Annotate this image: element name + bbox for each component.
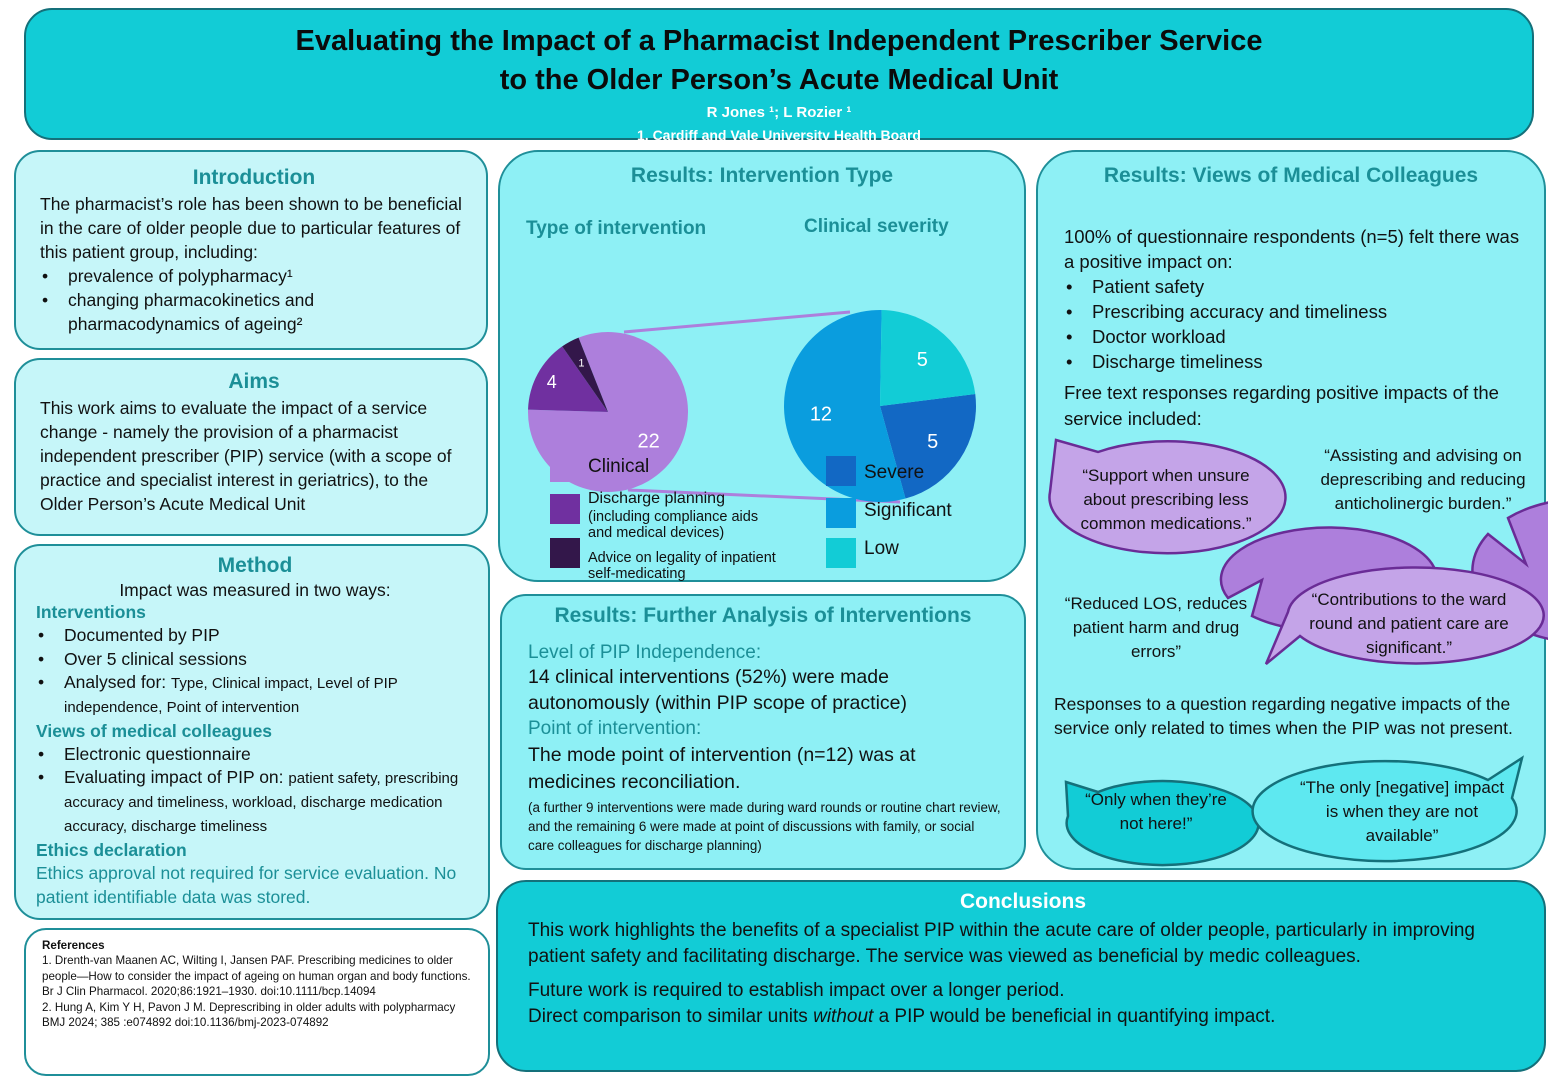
reference-2: 2. Hung A, Kim Y H, Pavon J M. Deprescri… (42, 1000, 456, 1030)
views-heading: Results: Views of Medical Colleagues (1103, 164, 1479, 187)
analysed-prefix: Analysed for: (64, 672, 167, 692)
speech-bubbles (1048, 438, 1548, 867)
severity-pie-data-label-1: 12 (810, 403, 832, 425)
legend-label-low: Low (864, 538, 899, 559)
aims-text: This work aims to evaluate the impact of… (40, 398, 452, 514)
severity-pie-slice-1 (784, 310, 906, 502)
severity-pie-data-label-0: 5 (927, 431, 938, 453)
legend-swatch-low (826, 538, 856, 568)
severity-pie-slice-2 (880, 310, 976, 406)
point-label: Point of intervention: (528, 718, 702, 739)
quote-only-when: “Only when they’re not here!” (1085, 790, 1227, 833)
legend-swatch-discharge (550, 494, 580, 524)
speech-bubble-shape (1251, 755, 1524, 863)
conclusions-para3-em: without (813, 1006, 874, 1027)
ethics-subheading: Ethics declaration (36, 840, 187, 860)
quote-support: “Support when unsure about prescribing l… (1080, 466, 1252, 533)
introduction-heading: Introduction (192, 166, 316, 189)
views-bullet: Doctor workload (1064, 324, 1534, 349)
legend-sub-discharge: (including compliance aids and medical d… (588, 509, 759, 541)
affiliation: 1. Cardiff and Vale University Health Bo… (637, 127, 921, 143)
method-heading: Method (217, 554, 293, 577)
further-analysis-heading: Results: Further Analysis of Interventio… (554, 604, 972, 627)
negative-impacts-text: Responses to a question regarding negati… (1054, 694, 1513, 738)
conclusions-para2: Future work is required to establish imp… (528, 980, 1065, 1001)
views-bullet: Prescribing accuracy and timeliness (1064, 299, 1534, 324)
method-bullet: Evaluating impact of PIP on: patient saf… (36, 766, 474, 838)
poster-title-line1: Evaluating the Impact of a Pharmacist In… (295, 25, 1263, 57)
quote-reduced-los: “Reduced LOS, reduces patient harm and d… (1064, 594, 1248, 661)
quote-contributions: “Contributions to the ward round and pat… (1309, 590, 1509, 657)
introduction-panel: Introduction The pharmacist’s role has b… (14, 150, 488, 350)
poster-title-line2: to the Older Person’s Acute Medical Unit (499, 64, 1059, 96)
clinical-severity-label: Clinical severity (804, 216, 949, 237)
method-bullet: Electronic questionnaire (36, 742, 474, 766)
method-bullet: Over 5 clinical sessions (36, 647, 474, 671)
point-text: The mode point of intervention (n=12) wa… (528, 744, 916, 793)
views-bullet: Patient safety (1064, 274, 1534, 299)
type-pie-data-label-2: 1 (578, 358, 584, 370)
introduction-text: The pharmacist’s role has been shown to … (40, 194, 462, 262)
legend-label-severe: Severe (864, 462, 925, 483)
type-of-intervention-label: Type of intervention (526, 218, 707, 239)
aims-heading: Aims (228, 370, 280, 393)
independence-text: 14 clinical interventions (52%) were mad… (528, 666, 907, 714)
speech-bubble-shape (1064, 779, 1260, 867)
views-lead-text: 100% of questionnaire respondents (n=5) … (1064, 226, 1520, 272)
conclusions-para3-b: a PIP would be beneficial in quantifying… (878, 1006, 1276, 1027)
severity-pie-data-label-2: 5 (917, 349, 928, 371)
legend-swatch-significant (826, 498, 856, 528)
method-panel: Method Impact was measured in two ways: … (14, 544, 490, 920)
conclusions-para3: Direct comparison to similar units witho… (528, 1004, 1518, 1030)
legend-label-advice: Advice on legality of inpatient self-med… (588, 550, 776, 582)
quote-deprescribing: “Assisting and advising on deprescribing… (1320, 446, 1526, 513)
method-bullet: Analysed for: Type, Clinical impact, Lev… (36, 671, 474, 719)
views-subheading: Views of medical colleagues (36, 721, 273, 741)
views-lead: 100% of questionnaire respondents (n=5) … (1064, 224, 1534, 432)
reference-1: 1. Drenth-van Maanen AC, Wilting I, Jans… (42, 954, 471, 999)
legend-label-significant: Significant (864, 500, 952, 521)
legend-label-discharge: Discharge planning (588, 490, 725, 507)
type-pie-slice-1 (528, 346, 608, 412)
method-lead: Impact was measured in two ways: (119, 580, 391, 600)
point-note: (a further 9 interventions were made dur… (528, 800, 1001, 853)
further-analysis-panel: Results: Further Analysis of Interventio… (500, 594, 1026, 870)
views-bullet: Discharge timeliness (1064, 349, 1534, 374)
views-prefix: Evaluating impact of PIP on: (64, 767, 284, 787)
severity-pie-slice-0 (880, 393, 976, 499)
legend-swatch-advice (550, 538, 580, 568)
views-items: patient safety, prescribing accuracy and… (64, 770, 459, 835)
free-text-lead: Free text responses regarding positive i… (1064, 382, 1499, 429)
type-pie-data-label-0: 22 (637, 430, 659, 452)
intro-bullet: changing pharmacokinetics and pharmacody… (40, 288, 468, 336)
references-heading: References (42, 939, 105, 952)
conclusions-heading: Conclusions (959, 890, 1086, 913)
legend-label-clinical: Clinical (588, 456, 650, 477)
intro-bullet: prevalence of polypharmacy¹ (40, 264, 468, 288)
type-pie-data-label-1: 4 (547, 372, 557, 392)
speech-bubble-shape (1048, 438, 1287, 555)
views-panel: Results: Views of Medical Colleagues 100… (1036, 150, 1548, 870)
conclusions-panel: Conclusions This work highlights the ben… (496, 880, 1546, 1072)
type-pie-slice-2 (562, 337, 608, 412)
title-banner: Evaluating the Impact of a Pharmacist In… (24, 8, 1534, 143)
conclusions-para3-a: Direct comparison to similar units (528, 1006, 808, 1027)
independence-label: Level of PIP Independence: (528, 642, 762, 663)
conclusions-para1: This work highlights the benefits of a s… (528, 920, 1475, 967)
ethics-text: Ethics approval not required for service… (36, 863, 457, 907)
method-bullet: Documented by PIP (36, 623, 474, 647)
aims-panel: Aims This work aims to evaluate the impa… (14, 358, 488, 536)
quote-only-negative: “The only [negative] impact is when they… (1299, 778, 1505, 845)
references-panel: References 1. Drenth-van Maanen AC, Wilt… (24, 928, 490, 1076)
speech-bubble-shape (1264, 566, 1545, 665)
legend-swatch-severe (826, 456, 856, 486)
analysed-items: Type, Clinical impact, Level of PIP inde… (64, 675, 398, 716)
intervention-type-heading: Results: Intervention Type (630, 164, 894, 187)
legend-swatch-clinical (550, 452, 580, 482)
interventions-subheading: Interventions (36, 602, 146, 622)
authors: R Jones ¹; L Rozier ¹ (706, 104, 852, 121)
intervention-pie-charts: 22 4 1 5 12 5 (528, 310, 976, 504)
intervention-type-panel: Results: Intervention Type Type of inter… (498, 150, 1026, 582)
